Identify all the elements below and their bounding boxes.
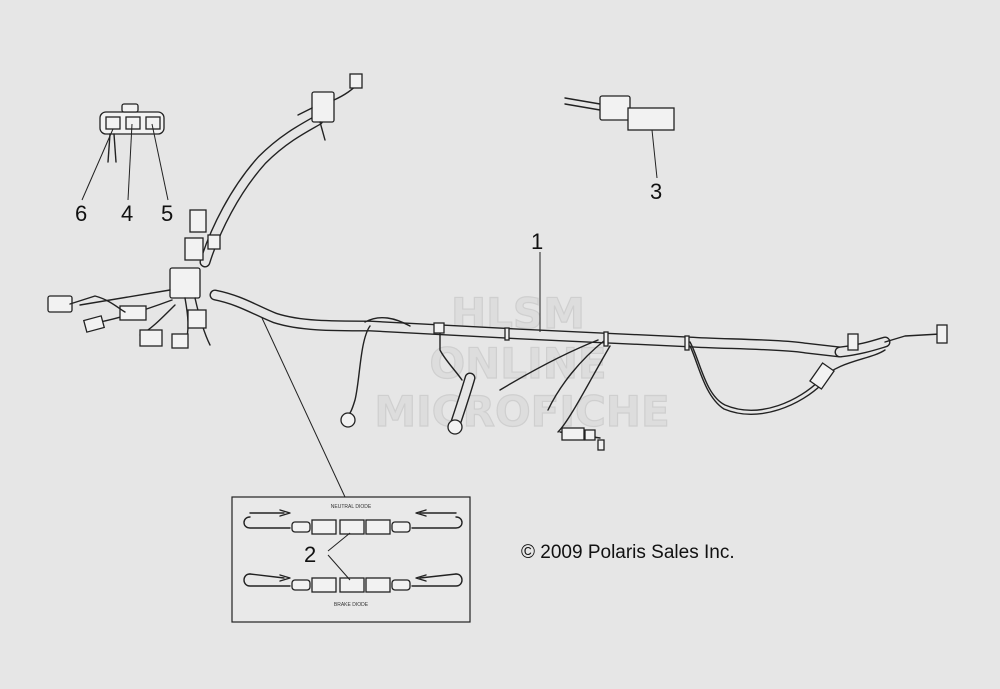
callout-1: 1 [531,229,543,254]
callout-2: 2 [304,542,316,567]
main-harness [199,114,948,451]
left-connector-cluster [47,234,221,349]
inset-top-label: NEUTRAL DIODE [331,504,372,510]
copyright-text: © 2009 Polaris Sales Inc. [521,542,735,563]
leader-inset [261,317,346,498]
callout-5: 5 [161,201,173,226]
connector-detail-456 [81,103,169,201]
callout-4: 4 [121,201,133,226]
watermark: HLSM ONLINE MICROFICHE [374,288,670,436]
part-3-detail [564,95,675,179]
watermark-line-2: ONLINE [429,339,606,388]
top-connector-cluster [189,73,363,233]
diode-inset: NEUTRAL DIODE BRAKE DIODE [231,496,471,623]
watermark-line-3: MICROFICHE [374,387,669,436]
inset-bottom-label: BRAKE DIODE [334,602,369,608]
callout-6: 6 [75,201,87,226]
callout-3: 3 [650,179,662,204]
